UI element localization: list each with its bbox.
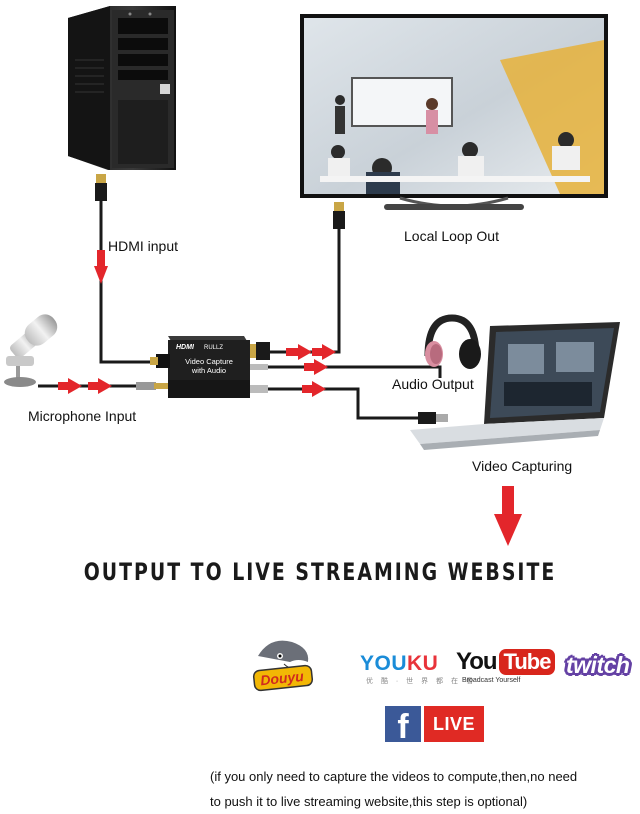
youku-ku: KU (407, 652, 439, 675)
device-brand: HDMI (176, 344, 195, 351)
video-capturing-label: Video Capturing (472, 458, 573, 474)
youtube-you: You (456, 648, 498, 675)
optional-step-note: (if you only need to capture the videos … (210, 764, 638, 814)
youtube-subtitle: Broadcast Yourself (462, 677, 521, 684)
local-loop-out-label: Local Loop Out (404, 228, 499, 244)
live-badge: LIVE (424, 706, 484, 742)
facebook-icon: f (385, 706, 421, 742)
microphone-icon (4, 314, 58, 387)
pc-tower-icon (68, 6, 176, 170)
twitch-logo: twitch (566, 652, 630, 678)
note-line-1: (if you only need to capture the videos … (210, 769, 578, 784)
hdmi-loop-cable (264, 202, 345, 360)
tv-icon (300, 14, 608, 210)
device-maker: RULLZ (204, 345, 223, 351)
microphone-cable (38, 378, 168, 394)
youku-subtitle: 优 酷 · 世 界 都 在 看 (366, 678, 476, 685)
audio-output-cable (268, 359, 442, 378)
streaming-headline: OUTPUT TO LIVE STREAMING WEBSITE (83, 558, 557, 586)
device-line2: with Audio (191, 366, 226, 375)
douyu-logo-icon: Douyu (252, 640, 314, 692)
youku-you: YOU (360, 652, 408, 675)
hdmi-input-cable (94, 174, 158, 364)
audio-output-label: Audio Output (392, 376, 474, 392)
usb-cable (268, 381, 448, 424)
device-line1: Video Capture (185, 357, 233, 366)
note-line-2: to push it to live streaming website,thi… (210, 794, 528, 809)
headphones-icon (424, 314, 481, 369)
youku-logo: YOUKU (360, 652, 438, 676)
microphone-input-label: Microphone Input (28, 408, 137, 424)
hdmi-input-label: HDMI input (108, 238, 179, 254)
douyu-text: Douyu (260, 668, 305, 689)
laptop-icon (410, 322, 620, 450)
capture-device-icon (150, 336, 270, 398)
youtube-tube: Tube (498, 649, 556, 675)
down-arrow-icon (494, 486, 522, 546)
connection-diagram: HDMI RULLZ Video Capture with Audio (4, 6, 620, 546)
